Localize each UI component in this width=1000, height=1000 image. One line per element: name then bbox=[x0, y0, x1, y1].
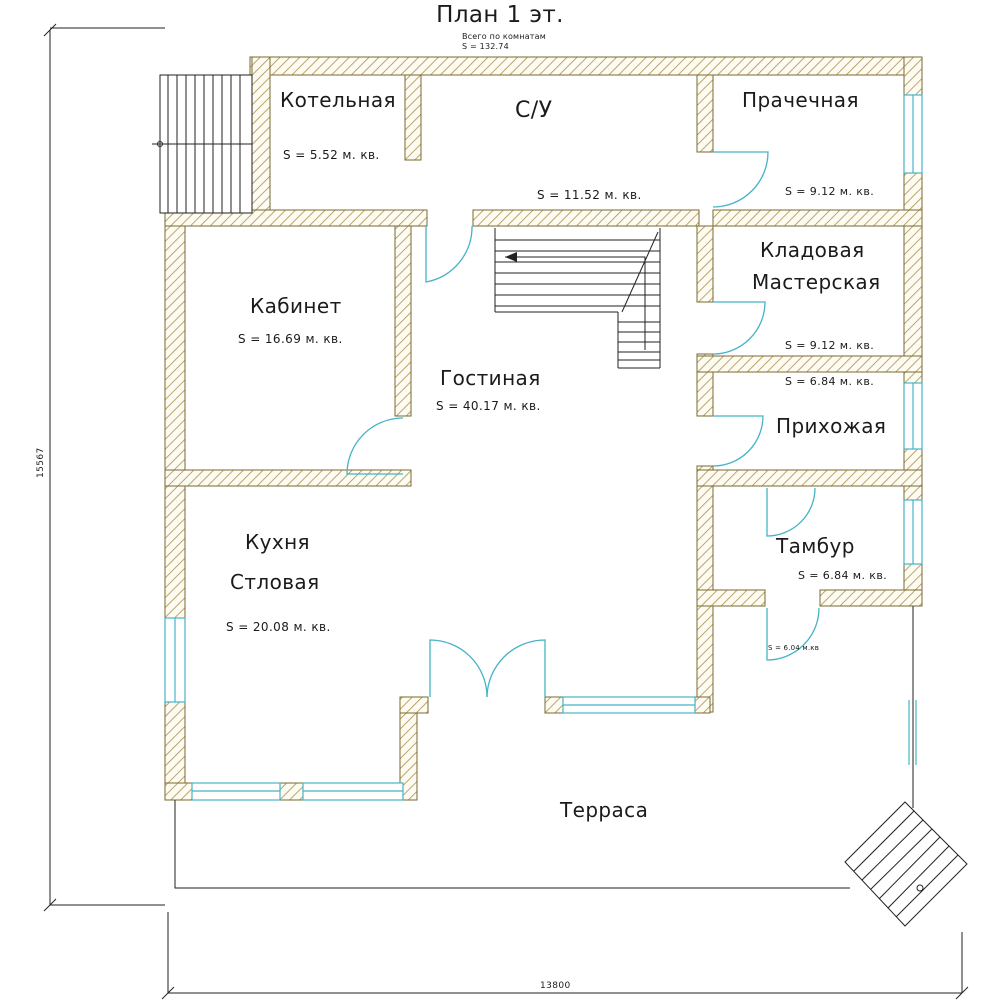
door-prachechnaya bbox=[712, 151, 769, 208]
stairs-exterior-bottomright bbox=[844, 801, 968, 927]
room-label-tambur: Тамбур bbox=[776, 534, 855, 558]
door-tambur-inner bbox=[766, 487, 816, 537]
room-area-su: S = 11.52 м. кв. bbox=[537, 188, 642, 202]
window-kitchen-1 bbox=[191, 782, 281, 801]
page-title: План 1 эт. bbox=[436, 2, 564, 28]
room-label-su: С/У bbox=[515, 98, 553, 123]
room-area-kabinet: S = 16.69 м. кв. bbox=[238, 332, 343, 346]
room-label-kotelnaya: Котельная bbox=[280, 88, 396, 112]
room-area-tambur: S = 6.84 м. кв. bbox=[798, 569, 888, 582]
room-label-kladovaya: Кладовая bbox=[760, 238, 865, 262]
window-right-2 bbox=[903, 382, 923, 450]
room-label-masterskaya: Мастерская bbox=[752, 270, 881, 294]
subtitle-line-1: Всего по комнатам bbox=[462, 32, 547, 41]
door-kabinet bbox=[346, 417, 404, 475]
room-area-prihozhaya: S = 6.84 м. кв. bbox=[785, 375, 875, 388]
window-right-3 bbox=[903, 499, 923, 565]
room-area-kuhnya: S = 20.08 м. кв. bbox=[226, 620, 331, 634]
doors bbox=[206, 122, 820, 698]
room-area-kladovaya: S = 9.12 м. кв. bbox=[785, 339, 875, 352]
room-area-kotelnaya: S = 5.52 м. кв. bbox=[283, 148, 380, 162]
stairs-exterior-topleft bbox=[152, 74, 253, 214]
door-tambur-entry bbox=[766, 607, 820, 661]
window-kitchen-2 bbox=[302, 782, 404, 801]
room-label-kabinet: Кабинет bbox=[250, 294, 342, 318]
room-area-tambur-small: S = 6.04 м.кв bbox=[768, 644, 820, 652]
room-label-prachechnaya: Прачечная bbox=[742, 88, 859, 112]
window-terrace-right bbox=[908, 700, 917, 765]
subtitle-line-2: S = 132.74 bbox=[462, 42, 509, 51]
door-kladovaya bbox=[712, 301, 766, 355]
window-living-1 bbox=[562, 696, 696, 714]
door-terrace-right-leaf bbox=[486, 639, 546, 698]
room-label-terrasa: Терраса bbox=[560, 798, 649, 822]
room-label-prihozhaya: Прихожая bbox=[776, 414, 887, 438]
dimension-vertical: 15567 bbox=[36, 447, 46, 478]
door-su bbox=[425, 225, 473, 283]
stairs-interior bbox=[494, 228, 661, 369]
room-area-gostinaya: S = 40.17 м. кв. bbox=[436, 399, 541, 413]
door-prihozhaya bbox=[712, 415, 764, 467]
room-label-gostinaya: Гостиная bbox=[440, 366, 541, 390]
room-label-kuhnya: Кухня bbox=[245, 530, 310, 554]
dimension-lines bbox=[43, 23, 969, 1000]
window-left-1 bbox=[164, 617, 186, 703]
windows bbox=[164, 94, 923, 801]
door-terrace-left-leaf bbox=[429, 639, 488, 698]
room-label-stolovaya: Стловая bbox=[230, 570, 320, 594]
terrace-outline bbox=[174, 606, 914, 889]
room-area-prachechnaya: S = 9.12 м. кв. bbox=[785, 185, 875, 198]
window-right-1 bbox=[903, 94, 923, 174]
dimension-horizontal: 13800 bbox=[540, 981, 571, 991]
